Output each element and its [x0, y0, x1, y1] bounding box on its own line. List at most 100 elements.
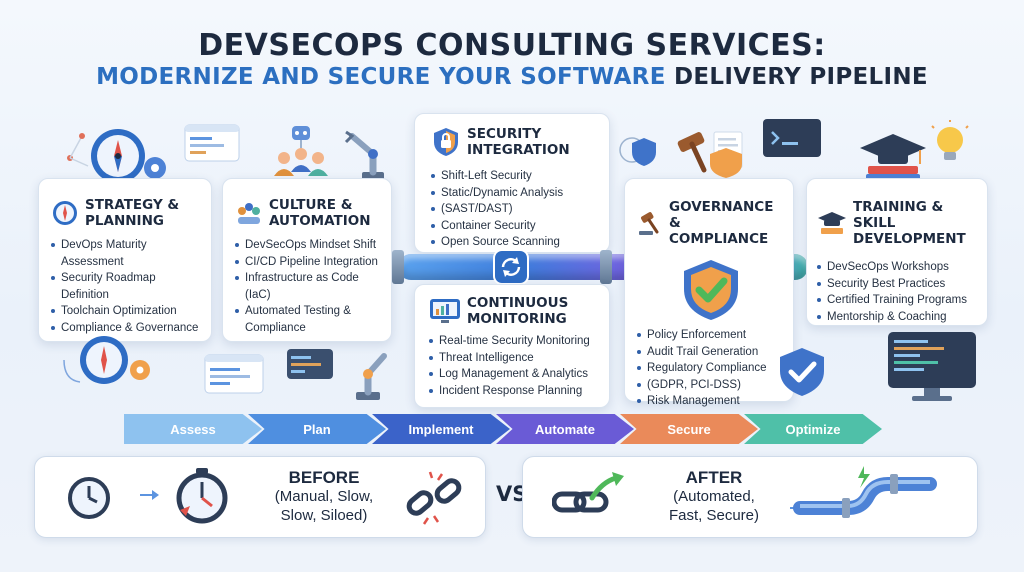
list-item: Threat Intelligence: [429, 350, 601, 367]
chain-icon: [552, 472, 624, 513]
compass-icon: [67, 129, 166, 183]
phase-secure: Secure: [620, 414, 758, 444]
list-item: DevOps Maturity Assessment: [51, 237, 201, 270]
after-line1: (Automated,: [673, 488, 755, 505]
list-item: Static/Dynamic Analysis: [431, 185, 599, 202]
code-window-icon: [287, 349, 333, 379]
after-text: AFTER (Automated, Fast, Secure): [654, 468, 774, 525]
arrow-right-icon: [140, 490, 159, 500]
list-item: Certified Training Programs: [817, 292, 979, 309]
security-list: Shift-Left Security Static/Dynamic Analy…: [431, 168, 599, 251]
card-governance-compliance: GOVERNANCE & COMPLIANCE Policy Enforceme…: [624, 178, 794, 407]
phase-plan: Plan: [248, 414, 386, 444]
security-title-line1: SECURITY: [467, 126, 542, 142]
phase-implement: Implement: [372, 414, 510, 444]
monitor-code-icon: [888, 332, 976, 401]
list-item: Compliance: [245, 321, 306, 334]
list-item: Shift-Left Security: [431, 168, 599, 185]
list-item: CI/CD Pipeline Integration: [235, 254, 383, 271]
training-title-line2: DEVELOPMENT: [853, 231, 966, 247]
page-title: DEVSECOPS CONSULTING SERVICES:: [198, 28, 826, 63]
robot-arm-icon: [344, 130, 384, 180]
list-item: Automated Testing &: [235, 303, 383, 320]
code-window-icon: [763, 119, 821, 157]
graduation-cap-icon: [860, 134, 926, 182]
shield-check-icon: [684, 260, 738, 320]
list-item: (GDPR, PCI-DSS): [637, 377, 785, 394]
culture-title-line2: AUTOMATION: [269, 213, 371, 229]
list-item: Toolchain Optimization: [51, 303, 201, 320]
list-item: Audit Trail Generation: [637, 344, 785, 361]
culture-list: DevSecOps Mindset Shift CI/CD Pipeline I…: [235, 237, 383, 336]
stopwatch-icon: [68, 477, 110, 519]
card-training-development: TRAINING & SKILL DEVELOPMENT DevSecOps W…: [806, 178, 988, 326]
strategy-title-line1: STRATEGY &: [85, 197, 180, 213]
culture-title-line1: CULTURE &: [269, 197, 353, 213]
strategy-title-line2: PLANNING: [85, 213, 164, 229]
list-item: Regulatory Compliance: [637, 360, 785, 377]
training-list: DevSecOps Workshops Security Best Practi…: [817, 259, 979, 325]
strategy-list: DevOps Maturity Assessment Security Road…: [51, 237, 201, 336]
list-item: Incident Response Planning: [429, 383, 601, 400]
shield-check-icon: [780, 348, 824, 396]
list-item: Policy Enforcement: [637, 327, 785, 344]
gavel-small-icon: [639, 212, 659, 235]
shield-check-icon: [619, 137, 656, 166]
after-line2: Fast, Secure): [668, 507, 760, 524]
phase-assess: Assess: [124, 414, 262, 444]
stopwatch-alert-icon: [176, 468, 228, 524]
card-strategy-planning: STRATEGY & PLANNING DevOps Maturity Asse…: [38, 178, 212, 342]
compass-gears-icon: [63, 336, 150, 384]
graduation-cap-small-icon: [818, 212, 846, 234]
robot-arm-icon: [356, 353, 387, 400]
pipe-joint: [392, 250, 404, 284]
team-icon: [274, 126, 328, 176]
training-title-line1: TRAINING & SKILL: [853, 199, 944, 231]
after-panel: [522, 456, 978, 538]
pipe-joint: [600, 250, 612, 284]
page-subtitle: MODERNIZE AND SECURE YOUR SOFTWARE DELIV…: [0, 64, 1024, 90]
governance-title-line1: GOVERNANCE &: [669, 199, 774, 231]
list-item: (SAST/DAST): [431, 201, 599, 218]
list-item: Real-time Security Monitoring: [429, 333, 601, 350]
list-item: Mentorship & Coaching: [817, 309, 979, 326]
list-item: Container Security: [431, 218, 599, 235]
before-line1: (Manual, Slow,: [274, 488, 374, 505]
team-small-icon: [238, 203, 260, 224]
monitoring-title-line2: MONITORING: [467, 311, 567, 327]
code-window-icon: [204, 354, 264, 394]
subtitle-part-1: MODERNIZE AND SECURE YOUR SOFTWARE: [96, 64, 675, 90]
before-text: BEFORE (Manual, Slow, Slow, Siloed): [262, 468, 386, 525]
governance-title-line2: COMPLIANCE: [669, 231, 769, 247]
list-item: Open Source Scanning: [431, 234, 599, 251]
code-window-icon: [184, 124, 240, 162]
monitoring-list: Real-time Security Monitoring Threat Int…: [429, 333, 601, 399]
shield-lock-icon: [434, 128, 458, 156]
sync-icon: [493, 249, 529, 285]
lightbulb-icon: [931, 120, 969, 160]
card-culture-automation: CULTURE & AUTOMATION DevSecOps Mindset S…: [222, 178, 392, 342]
after-title: AFTER: [685, 468, 743, 487]
list-item: Log Management & Analytics: [429, 366, 601, 383]
list-item: Risk Management: [637, 393, 785, 410]
before-title: BEFORE: [288, 468, 360, 487]
pipe-icon: [790, 466, 937, 518]
broken-chain-icon: [406, 471, 462, 525]
subtitle-part-2: DELIVERY PIPELINE: [674, 64, 928, 90]
card-security-integration: SECURITY INTEGRATION Shift-Left Security…: [414, 113, 610, 253]
list-item: Security Best Practices: [817, 276, 979, 293]
phase-optimize: Optimize: [744, 414, 882, 444]
compass-small-icon: [53, 201, 77, 225]
phase-automate: Automate: [496, 414, 634, 444]
before-line2: Slow, Siloed): [280, 507, 368, 524]
monitoring-title-line1: CONTINUOUS: [467, 295, 569, 311]
security-title-line2: INTEGRATION: [467, 142, 570, 158]
list-item: Security Roadmap Definition: [51, 270, 201, 303]
list-item: Infrastructure as Code (IaC): [235, 270, 383, 303]
governance-list: Policy Enforcement Audit Trail Generatio…: [637, 327, 785, 410]
monitor-chart-icon: [430, 299, 460, 323]
list-item: Compliance & Governance: [51, 320, 201, 337]
list-item: DevSecOps Mindset Shift: [235, 237, 383, 254]
card-continuous-monitoring: CONTINUOUS MONITORING Real-time Security…: [414, 284, 610, 408]
list-item: DevSecOps Workshops: [817, 259, 979, 276]
